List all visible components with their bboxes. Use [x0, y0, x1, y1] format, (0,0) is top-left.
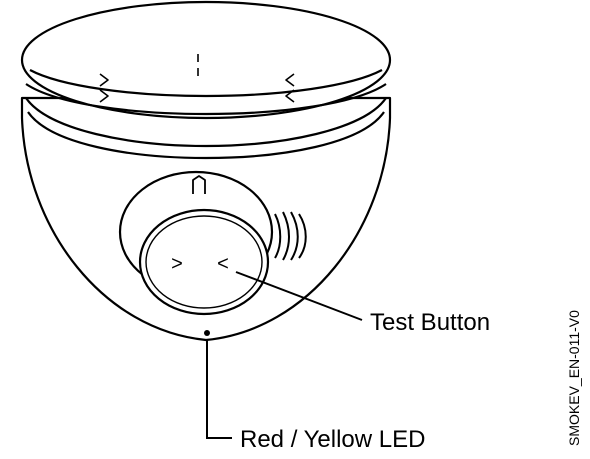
smoke-alarm-device — [20, 0, 392, 342]
led-label: Red / Yellow LED — [240, 426, 425, 453]
sound-slots — [274, 211, 307, 261]
led-leader — [206, 340, 232, 439]
alarm-ring-upper — [29, 69, 383, 98]
housing-notch-icon — [192, 175, 206, 194]
test-button-face[interactable] — [145, 215, 263, 309]
test-button-leader — [235, 271, 363, 321]
vent-notches — [99, 54, 295, 103]
led-dot — [204, 330, 210, 336]
button-mark-right: < — [217, 253, 229, 275]
button-mark-left: > — [171, 253, 183, 275]
alarm-vent-band-lower — [27, 111, 385, 160]
document-code-label: SMOKEV_EN-011-V0 — [566, 310, 582, 446]
alarm-top-dome — [20, 0, 392, 120]
alarm-vent-band-upper — [25, 97, 387, 148]
alarm-ring-lower — [25, 83, 387, 116]
test-button-label: Test Button — [370, 309, 490, 336]
